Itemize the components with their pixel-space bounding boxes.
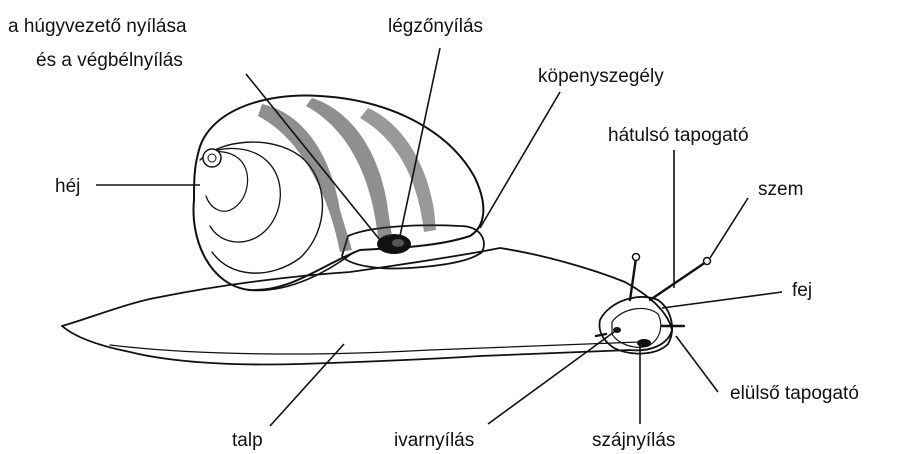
label-foot: talp [232,430,263,451]
label-eye: szem [758,179,803,200]
leader-mantle-edge [480,92,560,228]
label-front-tentacle: elülső tapogató [730,383,859,404]
leader-foot [270,344,344,426]
leader-eye [710,198,748,258]
label-urinary-anal-line2: és a végbélnyílás [36,50,183,71]
leader-lines [96,48,782,426]
label-mouth: szájnyílás [592,430,675,451]
label-mantle-edge: köpenyszegély [538,66,664,87]
leader-head [662,292,782,308]
label-genital-pore: ivarnyílás [394,430,474,451]
label-breathing-pore: légzőnyílás [388,16,483,37]
label-rear-tentacle: hátulsó tapogató [608,125,749,146]
label-shell: héj [55,176,80,197]
label-head: fej [792,280,812,301]
snail-shell [193,95,483,290]
leader-front-tentacle [676,336,718,392]
label-urinary-anal-line1: a húgyvezető nyílása [8,16,187,37]
